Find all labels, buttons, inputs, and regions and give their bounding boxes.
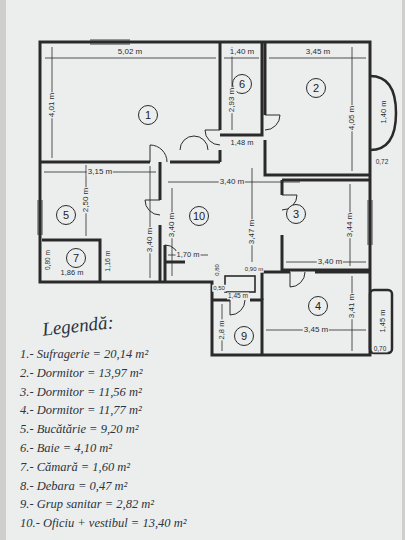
dimension-line (252, 168, 253, 262)
door-swing (265, 115, 280, 130)
paper (6, 0, 402, 540)
door-swing (290, 272, 305, 287)
legend-entry: 5.- Bucătărie = 9,20 m² (20, 422, 138, 437)
dimension: 2,50 m (82, 187, 91, 213)
dimension: 0,72 (375, 158, 390, 165)
dimension: 1,48 m (230, 139, 255, 147)
legend-heading: Legendă: (41, 311, 115, 340)
dimension: 0,70 (373, 345, 388, 352)
room-number: 1 (138, 105, 158, 125)
balcony (370, 290, 392, 353)
dimension: 1,40 m (229, 48, 255, 57)
window (368, 200, 372, 245)
dimension-line (45, 58, 216, 59)
dimension: 1,70 m (176, 251, 201, 259)
callout-number: 5 (63, 209, 69, 221)
walls (40, 42, 370, 355)
legend-entry: 7.- Cămară = 1,60 m² (20, 460, 130, 475)
dimension: 1,86 m (60, 269, 85, 277)
dimension: 2,8 m (218, 320, 226, 341)
dimension: 0,50 (212, 285, 226, 292)
wall (220, 42, 262, 135)
callout-number: 6 (239, 78, 245, 90)
callout-number: 7 (73, 252, 79, 264)
legend-entry: 1.- Sufragerie = 20,14 m² (20, 347, 148, 362)
dimension-line (269, 58, 366, 59)
dimension: 3,45 m (303, 326, 329, 335)
dimension: 1,45 m (227, 292, 249, 299)
window (90, 40, 130, 44)
legend-entry: 10.- Oficiu + vestibul = 13,40 m² (20, 516, 186, 531)
wall (219, 42, 222, 162)
legend-entry: 2.- Dormitor = 13,97 m² (20, 366, 143, 381)
dimension-line (224, 58, 259, 59)
doors (145, 115, 305, 315)
wall (159, 162, 162, 282)
callout-number: 4 (315, 300, 321, 312)
dimension: 3,40 m (168, 212, 177, 238)
callout-number: 10 (193, 210, 205, 222)
windows (38, 40, 372, 245)
door-swing (205, 130, 220, 145)
dimension: 3,41 m (348, 293, 357, 319)
dimension: 3,40 m (219, 178, 245, 187)
dimension: 1,40 m (380, 100, 388, 125)
room-number: 7 (66, 248, 86, 268)
legend-entry: 4.- Dormitor = 11,77 m² (20, 403, 142, 418)
dimension-line (150, 166, 151, 278)
dimension: 3,40 m (146, 227, 155, 253)
wall (282, 180, 370, 270)
room-number: 5 (56, 205, 76, 225)
dimension: 2,93 m (228, 87, 237, 113)
dimension: 3,15 m (87, 168, 113, 177)
callout-number: 9 (241, 330, 247, 342)
window (38, 200, 42, 235)
dimension: 0,80 (214, 263, 221, 277)
outer-wall (40, 42, 370, 355)
entry-door (180, 136, 208, 150)
legend-entry: 9.- Grup sanitar = 2,82 m² (20, 497, 154, 512)
dimension: 3,40 m (317, 258, 343, 267)
callout-number: 2 (313, 82, 319, 94)
dimension: 4,01 m (48, 92, 57, 118)
dimension: 5,02 m (117, 48, 143, 57)
dimension: 0,90 m (244, 266, 264, 273)
closet-outline (225, 276, 255, 292)
dimension: 3,47 m (248, 219, 257, 245)
room-number: 2 (306, 78, 326, 98)
room-number: 10 (189, 206, 209, 226)
dimension: 4,05 m (348, 105, 357, 131)
wall (40, 161, 220, 164)
legend-entry: 8.- Debara = 0,47 m² (20, 479, 127, 494)
room-number: 4 (308, 296, 328, 316)
dimension: 0,80 m (44, 249, 51, 271)
dimension: 1,16 m (104, 249, 112, 272)
legend-entry: 6.- Baie = 4,10 m² (20, 441, 112, 456)
door-swing (145, 200, 160, 215)
wall (212, 300, 262, 355)
wall (42, 240, 100, 282)
dimension-lines (44, 47, 366, 351)
dimension: 1,45 m (379, 309, 387, 334)
room-number: 3 (286, 204, 306, 224)
door-swing (150, 145, 167, 162)
room-number: 9 (234, 326, 254, 346)
wall (265, 42, 370, 175)
dimension: 3,44 m (346, 212, 355, 238)
callout-number: 3 (293, 208, 299, 220)
door-swing (230, 300, 245, 315)
callout-number: 1 (145, 109, 151, 121)
legend-entry: 3.- Dormitor = 11,56 m² (20, 385, 142, 400)
balcony (370, 76, 396, 150)
dimension: 3,45 m (305, 48, 331, 57)
